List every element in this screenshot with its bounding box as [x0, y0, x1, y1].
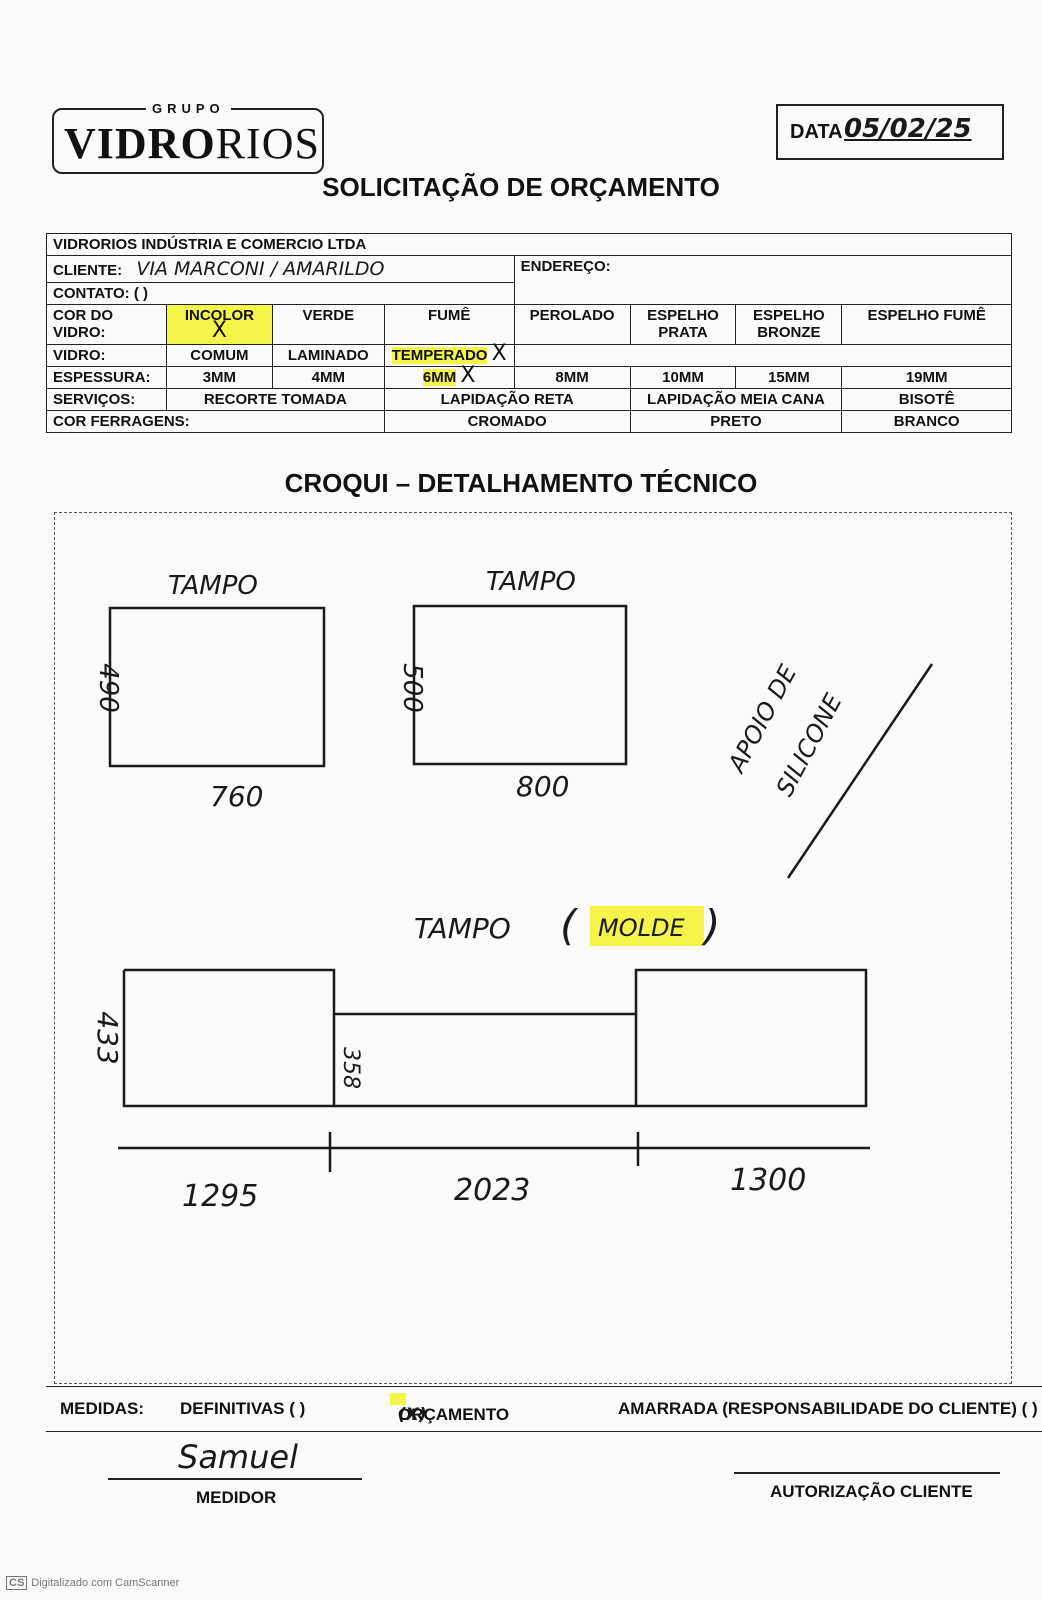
- option-incolor: INCOLOR X: [165, 304, 273, 345]
- thickness-label: ESPESSURA:: [46, 366, 167, 389]
- piece2-rectangle: [412, 604, 628, 766]
- service-lapidacao-meia-cana: LAPIDAÇÃO MEIA CANA: [629, 388, 843, 411]
- mold-outline: [122, 968, 868, 1108]
- hardware-cromado: CROMADO: [383, 410, 631, 433]
- thickness-row: ESPESSURA: 3MM 4MM 6MM X 8MM 10MM 15MM 1…: [46, 365, 1012, 389]
- option-incolor-mark: X: [211, 318, 227, 343]
- piece2-height: 500: [397, 663, 427, 713]
- option-laminado: LAMINADO: [271, 344, 385, 367]
- mold-mid-height: 358: [338, 1047, 363, 1089]
- measurer-signature: Samuel: [178, 1438, 298, 1476]
- measurer-signature-line: [108, 1478, 362, 1480]
- mold-tag-highlight: [590, 906, 704, 946]
- date-value: 05/02/25: [844, 114, 972, 144]
- piece2-label: TAMPO: [486, 567, 576, 597]
- glass-color-row: COR DO VIDRO: INCOLOR X VERDE FUMÊ PEROL…: [46, 304, 1012, 345]
- services-label: SERVIÇOS:: [46, 388, 167, 411]
- measures-label: MEDIDAS:: [60, 1399, 145, 1418]
- croqui-title: CROQUI – DETALHAMENTO TÉCNICO: [284, 468, 758, 498]
- option-6mm-label: 6MM: [422, 369, 457, 386]
- hardware-row: COR FERRAGENS: CROMADO PRETO BRANCO: [46, 410, 1012, 433]
- logo-brand-light: RIOS: [215, 119, 320, 168]
- piece1-width: 760: [210, 780, 263, 813]
- client-cell: CLIENTE: VIA MARCONI / AMARILDO: [46, 255, 515, 283]
- piece2-width: 800: [516, 770, 569, 803]
- glass-type-label: VIDRO:: [46, 344, 167, 367]
- measures-definitive: DEFINITIVAS ( ): [180, 1399, 306, 1418]
- option-temperado-label: TEMPERADO: [391, 347, 488, 364]
- option-comum: COMUM: [165, 344, 273, 367]
- piece1-label: TAMPO: [168, 571, 258, 601]
- option-espelho-fume: ESPELHO FUMÊ: [841, 304, 1012, 345]
- client-row: CLIENTE: VIA MARCONI / AMARILDO ENDEREÇO…: [46, 255, 1013, 305]
- mold-left-height: 433: [91, 1011, 124, 1064]
- option-perolado: PEROLADO: [513, 304, 631, 345]
- client-label: CLIENTE:: [53, 262, 123, 279]
- logo-grupo-text: GRUPO: [146, 101, 231, 116]
- date-box: DATA 05/02/25: [776, 104, 1004, 160]
- mold-close-paren: ): [701, 901, 720, 950]
- piece1-rectangle: [108, 606, 326, 768]
- company-row: VIDRORIOS INDÚSTRIA E COMERCIO LTDA: [46, 233, 1012, 256]
- page-title: SOLICITAÇÃO DE ORÇAMENTO: [322, 172, 720, 202]
- sketch-area: [54, 512, 1012, 1384]
- option-temperado: TEMPERADO X: [383, 343, 515, 367]
- option-espelho-prata: ESPELHO PRATA: [629, 304, 737, 345]
- option-8mm: 8MM: [513, 366, 631, 389]
- option-fume: FUMÊ: [383, 304, 515, 345]
- address-label: ENDEREÇO:: [520, 258, 611, 275]
- client-signature-line: [734, 1472, 1000, 1474]
- mold-dim-middle: 2023: [454, 1173, 530, 1208]
- service-recorte-tomada: RECORTE TOMADA: [165, 388, 385, 411]
- option-4mm: 4MM: [271, 366, 385, 389]
- measures-quote-mark: (X): [398, 1405, 427, 1425]
- camscanner-icon: CS: [6, 1576, 28, 1590]
- vidrorios-logo: GRUPO VIDRORIOS: [52, 101, 324, 174]
- company-name: VIDRORIOS INDÚSTRIA E COMERCIO LTDA: [46, 233, 1012, 256]
- piece1-height: 490: [93, 663, 123, 713]
- client-value: VIA MARCONI / AMARILDO: [136, 258, 385, 280]
- mold-label: TAMPO: [414, 912, 511, 945]
- date-label: DATA: [790, 121, 843, 143]
- mold-dim-left: 1295: [182, 1179, 258, 1214]
- measurer-label: MEDIDOR: [196, 1488, 277, 1507]
- option-6mm-mark: X: [460, 363, 476, 388]
- scanner-note: Digitalizado com CamScanner: [31, 1577, 180, 1589]
- mold-dim-right: 1300: [730, 1163, 806, 1198]
- hardware-preto: PRETO: [629, 410, 843, 433]
- order-form-table: VIDRORIOS INDÚSTRIA E COMERCIO LTDA CLIE…: [46, 233, 1013, 433]
- address-cell: ENDEREÇO:: [513, 255, 1013, 305]
- glass-color-label: COR DO VIDRO:: [46, 304, 167, 345]
- logo-brand-text: VIDRORIOS: [64, 118, 320, 169]
- mold-open-paren: (: [560, 901, 578, 950]
- measures-tied: AMARRADA (RESPONSABILIDADE DO CLIENTE) (…: [618, 1399, 1038, 1418]
- option-temperado-mark: X: [491, 341, 507, 366]
- measures-quote: ORÇAMENTO (X): [390, 1393, 509, 1425]
- hardware-label: COR FERRAGENS:: [46, 410, 385, 433]
- hardware-branco: BRANCO: [841, 410, 1012, 433]
- measures-bar: MEDIDAS: DEFINITIVAS ( ) ORÇAMENTO (X) A…: [46, 1386, 1042, 1432]
- client-auth-label: AUTORIZAÇÃO CLIENTE: [770, 1482, 973, 1501]
- option-incolor-label: INCOLOR: [184, 307, 254, 324]
- option-verde: VERDE: [271, 304, 385, 345]
- option-6mm: 6MM X: [383, 365, 515, 389]
- services-row: SERVIÇOS: RECORTE TOMADA LAPIDAÇÃO RETA …: [46, 388, 1012, 411]
- mold-tag: MOLDE: [598, 914, 685, 942]
- silicone-support-line: [786, 663, 934, 879]
- measures-quote-label: ORÇAMENTO: [398, 1405, 510, 1424]
- logo-brand-bold: VIDRO: [64, 119, 216, 168]
